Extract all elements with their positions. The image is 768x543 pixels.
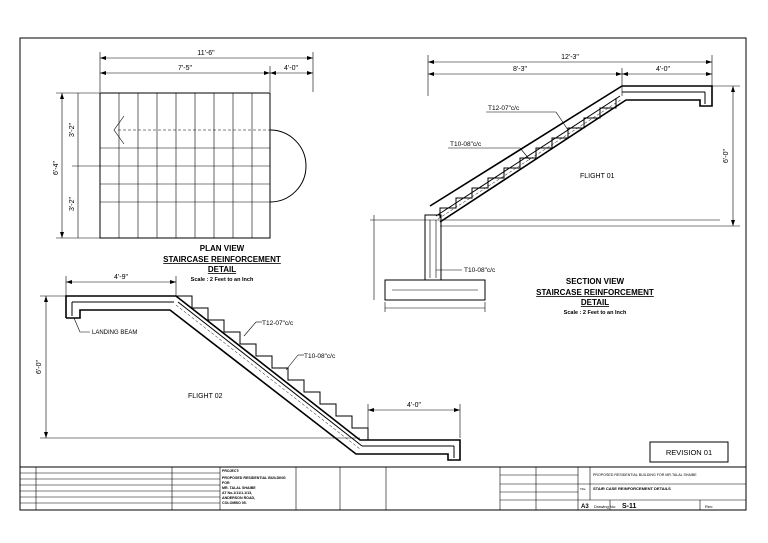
plan-scale: Scale : 2 Feet to an Inch <box>191 277 254 283</box>
section-dim-right: 4'-0" <box>656 66 670 73</box>
project-line-6: COLOMBO 05. <box>222 501 247 505</box>
project-line-5: ANDERSON ROAD, <box>222 496 255 500</box>
project-line-2: FOR <box>222 481 230 485</box>
drawing-no-label: Drawing No: <box>594 504 616 509</box>
flight2-rebar-mid: T10-08"c/c <box>304 353 336 360</box>
section-title: SECTION VIEW <box>566 277 625 286</box>
section-dim-left: 8'-3" <box>513 66 527 73</box>
flight2-flight-label: FLIGHT 02 <box>188 393 223 400</box>
plan-dim-upper: 3'-2" <box>69 123 76 137</box>
section-title-detail: DETAIL <box>581 298 609 307</box>
drawing-title-label: Title <box>580 487 586 491</box>
section-dim-height: 6'-0" <box>723 149 730 163</box>
plan-dim-left: 7'-5" <box>178 65 192 72</box>
title-block <box>20 466 746 510</box>
rev-label: Rev: <box>705 504 713 509</box>
section-rebar-mid: T10-08"c/c <box>450 141 482 148</box>
section-scale: Scale : 2 Feet to an Inch <box>564 310 627 316</box>
section-rebar-bottom: T10-08"c/c <box>464 267 496 274</box>
plan-dim-total: 11'-6" <box>197 50 215 57</box>
plan-dim-right: 4'-0" <box>284 65 298 72</box>
section-subtitle: STAIRCASE REINFORCEMENT <box>536 288 654 297</box>
flight2-dim-height: 6'-0" <box>36 360 43 374</box>
section-rebar-top: T12-07"c/c <box>488 105 520 112</box>
flight2-landing-label: LANDING BEAM <box>92 330 137 336</box>
sheet-size: A3 <box>581 504 589 510</box>
project-line-3: MR. TALAL SHAIBE <box>222 486 256 490</box>
plan-subtitle: STAIRCASE REINFORCEMENT <box>163 255 281 264</box>
sheet-border <box>19 37 747 511</box>
project-label: PROJECT: <box>222 469 239 473</box>
project-line-1: PROPOSED RESIDENTIAL BUILDING <box>222 476 286 480</box>
section-view: 12'-3" 8'-3" 4'-0" 6'-0" <box>370 54 740 312</box>
plan-view: 11'-6" 7'-5" 4'-0" 6'-4" 3'-2" 3'-2" <box>53 50 314 239</box>
project-line-4: AT No.1/11/1.1/13, <box>222 491 252 495</box>
project-name: PROPOSED RESIDENTIAL BUILDING FOR MR.TAL… <box>593 473 697 477</box>
drawing-title: STAIR CASE REINFORCEMENT DETAILS <box>593 486 671 491</box>
flight2-dim-bottom: 4'-0" <box>407 402 421 409</box>
section-flight-label: FLIGHT 01 <box>580 173 615 180</box>
flight-02: 4'-9" 6'-0" 4'-0" <box>36 274 461 461</box>
flight2-rebar-top: T12-07"c/c <box>262 320 294 327</box>
section-dim-total: 12'-3" <box>561 54 579 61</box>
plan-title-detail: DETAIL <box>208 265 236 274</box>
flight2-dim-top: 4'-9" <box>114 274 128 281</box>
plan-title: PLAN VIEW <box>200 244 245 253</box>
drawing-no: S-11 <box>622 503 637 510</box>
plan-dim-height: 6'-4" <box>53 161 60 175</box>
revision-label: REVISION 01 <box>666 448 712 457</box>
plan-dim-lower: 3'-2" <box>69 197 76 211</box>
revision-box <box>649 441 729 463</box>
